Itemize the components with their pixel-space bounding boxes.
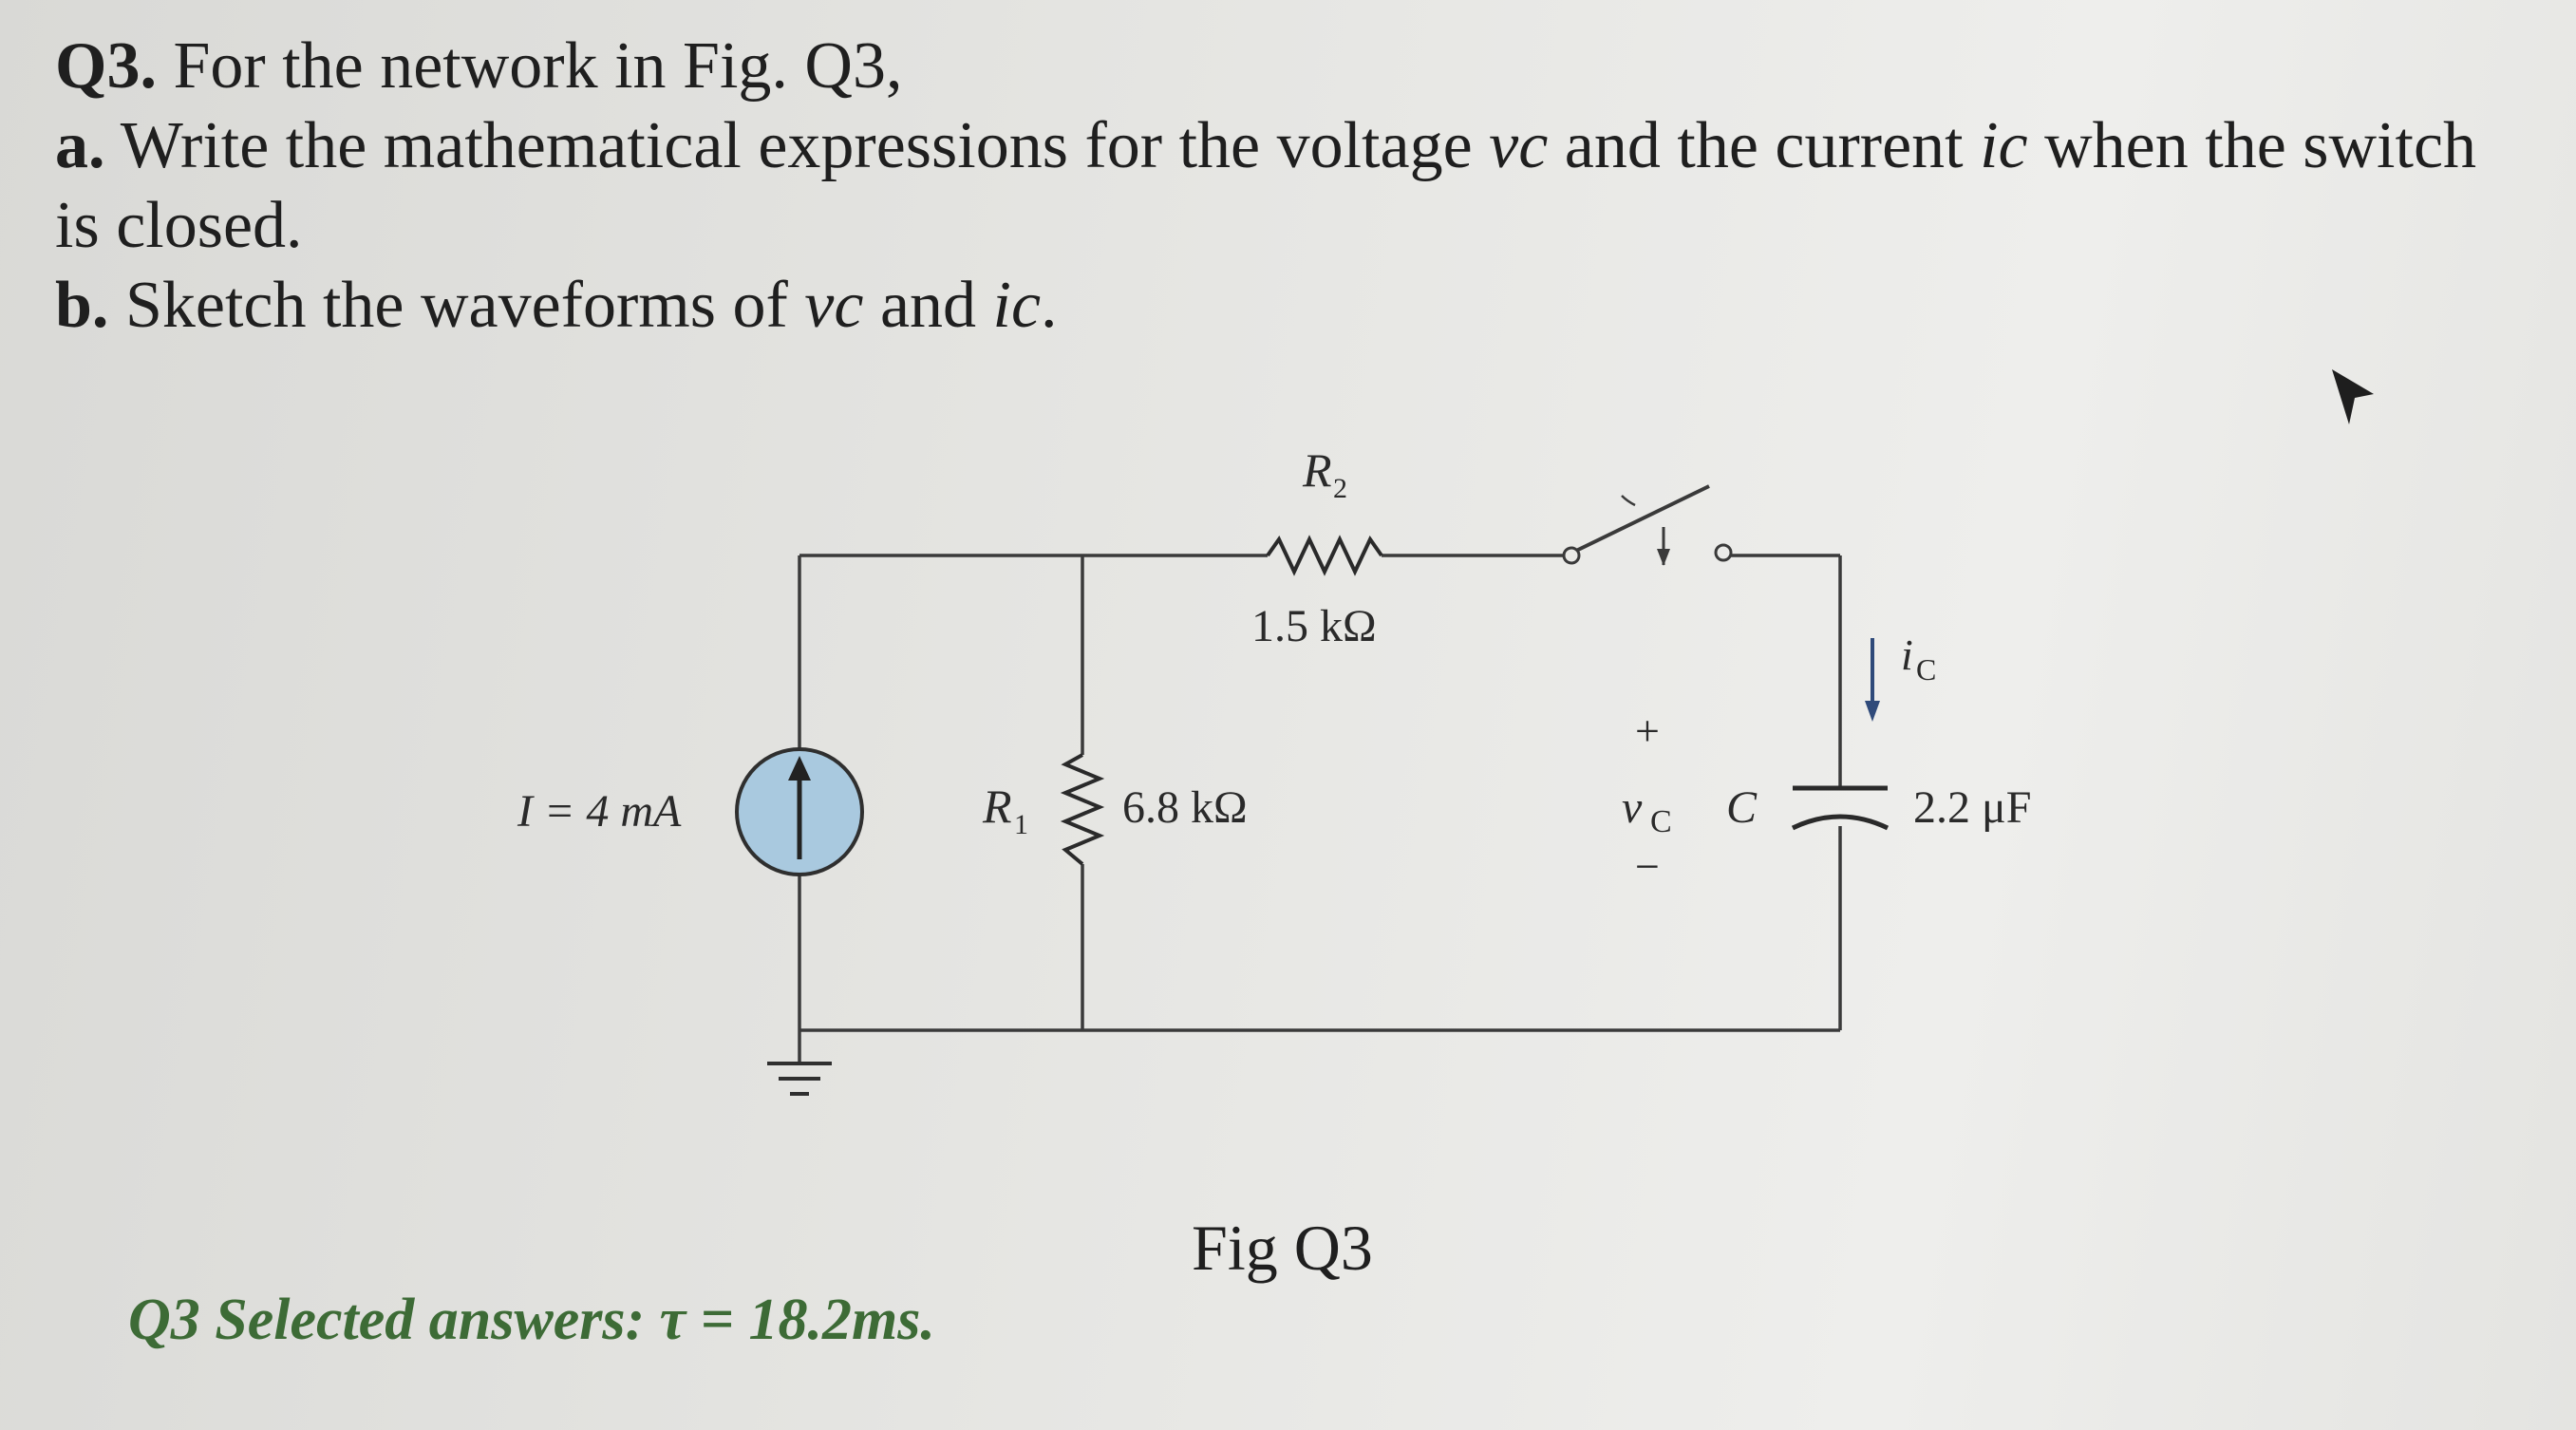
- part-a-text-2: and the current: [1564, 109, 1964, 182]
- r1-name: R: [982, 780, 1012, 833]
- vc-label: v: [1622, 782, 1643, 833]
- vc-plus: +: [1635, 706, 1660, 755]
- part-b: b. Sketch the waveforms of vc and ic.: [55, 266, 2543, 346]
- switch-left-terminal: [1562, 546, 1581, 565]
- source-label: I = 4 mA: [517, 786, 682, 837]
- capacitor: [1791, 785, 1890, 831]
- question-intro: For the network in Fig. Q3,: [173, 29, 903, 103]
- part-a-label: a.: [55, 109, 105, 182]
- selected-answer: Q3 Selected answers: τ = 18.2ms.: [128, 1288, 935, 1352]
- question-text: Q3. For the network in Fig. Q3, a. Write…: [55, 27, 2543, 346]
- var-vc-b: vc: [804, 269, 864, 342]
- part-a-text-1: Write the mathematical expressions for t…: [120, 109, 1473, 182]
- switch-blade: [1575, 484, 1710, 553]
- question-title: Q3. For the network in Fig. Q3,: [55, 27, 2543, 106]
- switch-right-terminal: [1714, 543, 1733, 562]
- var-ic-b: ic: [992, 269, 1042, 342]
- part-a-text-4: is closed.: [55, 189, 303, 262]
- r2-value: 1.5 kΩ: [1251, 601, 1377, 651]
- r1-resistor: [1060, 753, 1105, 866]
- ic-sub: C: [1916, 652, 1936, 687]
- figure-caption: Fig Q3: [1192, 1212, 1373, 1284]
- r2-name: R: [1302, 443, 1332, 497]
- vc-sub: C: [1650, 804, 1672, 839]
- part-b-and: and: [879, 269, 977, 342]
- switch-tick: [1621, 495, 1636, 507]
- var-vc: vc: [1489, 109, 1549, 182]
- r2-resistor: [1266, 535, 1383, 576]
- up-arrow-icon: [788, 756, 811, 781]
- part-b-end: .: [1041, 269, 1058, 342]
- ic-label: i: [1901, 630, 1913, 679]
- question-number: Q3.: [55, 29, 157, 103]
- ic-arrow: [1865, 638, 1880, 722]
- r1-sub: 1: [1014, 809, 1028, 840]
- part-a-text-3: when the switch: [2044, 109, 2477, 182]
- cap-name: C: [1726, 782, 1758, 833]
- current-source: [735, 747, 864, 876]
- circuit-wires: [798, 554, 1842, 1063]
- mouse-pointer-icon: [2332, 369, 2374, 424]
- var-ic: ic: [1980, 109, 2028, 182]
- switch-arrow-icon: [1657, 549, 1670, 566]
- part-b-label: b.: [55, 269, 109, 342]
- part-a-continued: is closed.: [55, 186, 2543, 266]
- part-a: a. Write the mathematical expressions fo…: [55, 106, 2543, 186]
- down-arrow-icon: [1865, 701, 1880, 722]
- r2-sub: 2: [1333, 473, 1347, 504]
- vc-minus: −: [1635, 842, 1660, 891]
- ground-icon: [767, 1062, 832, 1096]
- r1-value: 6.8 kΩ: [1122, 782, 1248, 833]
- cap-value: 2.2 μF: [1913, 782, 2031, 833]
- capacitor-bottom-plate: [1791, 814, 1890, 831]
- switch: [1562, 484, 1733, 566]
- part-b-text-1: Sketch the waveforms of: [124, 269, 788, 342]
